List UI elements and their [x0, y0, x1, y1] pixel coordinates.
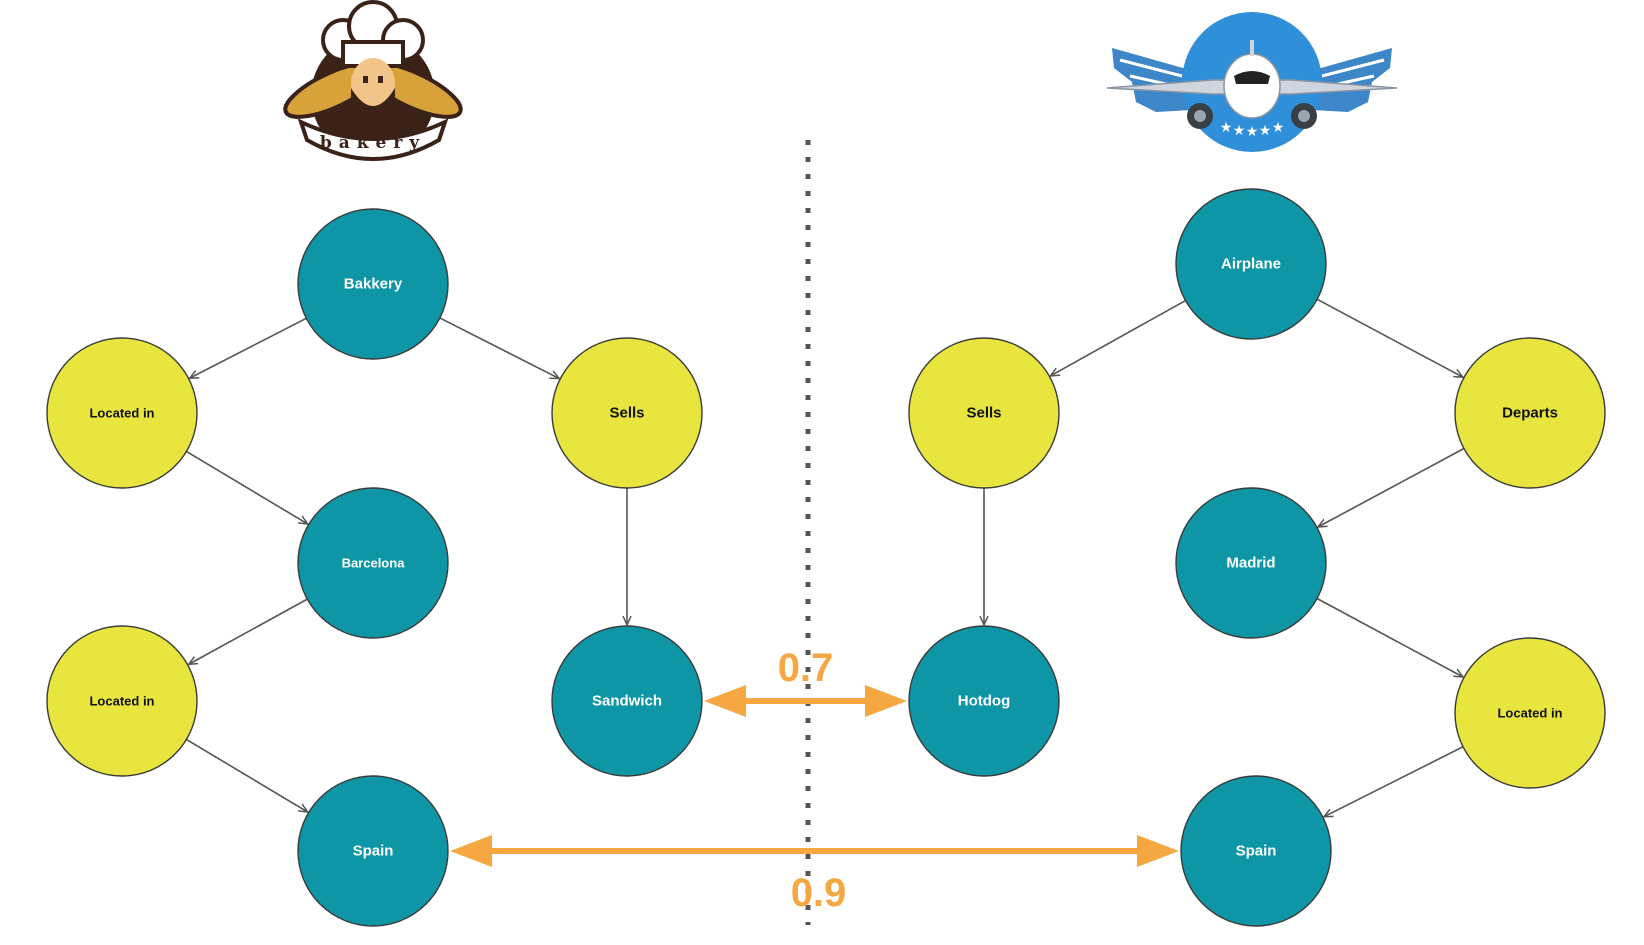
node-label: Sells — [609, 405, 644, 422]
node-spain-left: Spain — [297, 775, 449, 927]
node-label: Barcelona — [342, 556, 406, 571]
bakery-logo: bakery — [283, 0, 463, 161]
node-label: Bakkery — [344, 276, 403, 293]
edge-located-in-2-to-spain-left — [185, 738, 307, 812]
svg-text:★: ★ — [1272, 120, 1285, 136]
node-label: Madrid — [1226, 555, 1275, 572]
edge-airplane-to-sells-right — [1050, 299, 1186, 376]
node-label: Located in — [89, 694, 154, 709]
bakery-logo-text: bakery — [320, 133, 426, 153]
node-label: Hotdog — [958, 693, 1010, 710]
edge-madrid-to-located-in-3 — [1316, 597, 1463, 677]
svg-text:★: ★ — [1259, 123, 1272, 139]
svg-text:★: ★ — [1246, 124, 1259, 140]
wings-icon — [1112, 48, 1392, 112]
edge-departs-to-madrid — [1318, 447, 1465, 527]
svg-text:★: ★ — [1233, 123, 1246, 139]
node-madrid: Madrid — [1175, 487, 1327, 639]
node-located-in-3: Located in — [1454, 637, 1606, 789]
similarity-score: 0.9 — [791, 871, 847, 915]
chef-face-icon — [351, 58, 395, 115]
airline-logo: ★ ★ ★ ★ ★ — [1106, 12, 1398, 152]
edge-bakkery-to-sells-left — [439, 317, 559, 379]
node-located-in-1: Located in — [46, 337, 198, 489]
node-label: Airplane — [1221, 256, 1281, 273]
node-sells-left: Sells — [551, 337, 703, 489]
node-spain-right: Spain — [1180, 775, 1332, 927]
edge-barcelona-to-located-in-2 — [189, 598, 308, 664]
similarity-spain-left-spain-right: 0.9 — [450, 835, 1179, 915]
node-label: Sandwich — [592, 693, 662, 710]
node-barcelona: Barcelona — [297, 487, 449, 639]
node-hotdog: Hotdog — [908, 625, 1060, 777]
similarity-sandwich-hotdog: 0.7 — [704, 646, 907, 717]
node-label: Located in — [1497, 706, 1562, 721]
svg-text:★: ★ — [1220, 120, 1233, 136]
node-departs: Departs — [1454, 337, 1606, 489]
node-sells-right: Sells — [908, 337, 1060, 489]
edge-located-in-3-to-spain-right — [1324, 746, 1464, 817]
node-label: Located in — [89, 406, 154, 421]
stars-icon: ★ ★ ★ ★ ★ — [1220, 120, 1285, 140]
edges-layer — [185, 298, 1465, 817]
airplane-icon — [1106, 40, 1398, 129]
node-label: Spain — [353, 843, 394, 860]
edge-airplane-to-departs — [1316, 298, 1463, 377]
node-label: Spain — [1236, 843, 1277, 860]
edge-located-in-1-to-barcelona — [185, 450, 307, 524]
similarity-layer: 0.7 0.9 — [450, 646, 1179, 915]
node-label: Sells — [966, 405, 1001, 422]
edge-bakkery-to-located-in-1 — [190, 317, 307, 378]
node-located-in-2: Located in — [46, 625, 198, 777]
node-label: Departs — [1502, 405, 1558, 422]
node-airplane: Airplane — [1175, 188, 1327, 340]
node-bakkery: Bakkery — [297, 208, 449, 360]
chef-hat-icon — [321, 0, 425, 68]
node-sandwich: Sandwich — [551, 625, 703, 777]
bakery-ribbon — [297, 118, 449, 161]
similarity-score: 0.7 — [778, 646, 834, 690]
